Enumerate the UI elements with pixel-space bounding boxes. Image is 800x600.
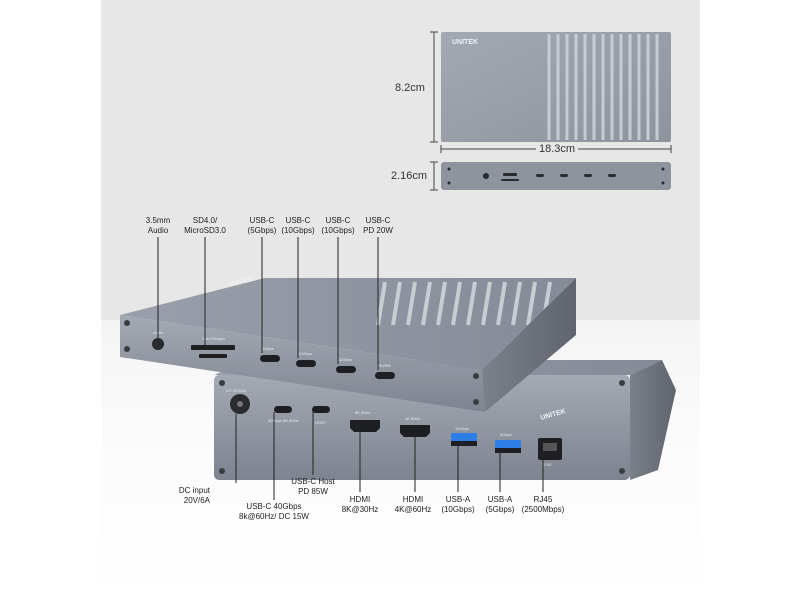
depth-dimension-line (430, 161, 438, 191)
rear-dc-print: DC 20V/6A (226, 388, 246, 393)
front-usbc-10g-port-b (336, 366, 356, 373)
rear-host-print: HOST (315, 420, 327, 425)
label-usba-10g: USB-A(10Gbps) (441, 495, 475, 514)
rear-hdmi4k-print: 4K 60Hz (405, 416, 420, 421)
callout-lines (157, 237, 544, 500)
side-profile (441, 162, 671, 190)
label-sd: SD4.0/MicroSD3.0 (184, 216, 226, 235)
usbc-host-port (312, 406, 330, 413)
sd-slot (191, 345, 235, 350)
front-10g-b-print: 10Gbps (338, 357, 352, 362)
label-usbc-5g: USB-C(5Gbps) (247, 216, 277, 235)
front-audio-print: Audio (153, 330, 164, 335)
width-label: 18.3cm (536, 143, 579, 155)
hdmi-8k-port (350, 420, 380, 432)
dock-front-unit: UNITEK Audio Card Reader 5Gbps 10Gbps 10… (120, 276, 576, 412)
front-usbc-10g-port-a (296, 360, 316, 367)
front-usbc-pd-port (375, 372, 395, 379)
label-usba-5g: USB-A(5Gbps) (485, 495, 515, 514)
label-usbc-10g-a: USB-C(10Gbps) (281, 216, 315, 235)
rear-10g-print: 10Gbps (455, 426, 469, 431)
rear-25g-print: 2.5G (543, 462, 552, 467)
rear-hdmi8k-print: 8K 30Hz (355, 410, 370, 415)
hdmi-4k-port (400, 425, 430, 437)
usbc-40g-port (274, 406, 292, 413)
top-view: UNITEK (430, 31, 672, 191)
audio-jack-port (152, 338, 164, 350)
front-pd-print: PD20W (377, 363, 391, 368)
front-5g-print: 5Gbps (262, 346, 274, 351)
rear-5g-print: 5Gbps (500, 432, 512, 437)
top-view-logo: UNITEK (452, 39, 478, 46)
top-view-fins (547, 34, 659, 140)
label-rj45: RJ45(2500Mbps) (521, 495, 565, 514)
height-dimension-line (430, 31, 438, 143)
front-usbc-5g-port (260, 355, 280, 362)
front-10g-a-print: 10Gbps (298, 351, 312, 356)
microsd-slot (199, 354, 227, 358)
label-usbc-10g-b: USB-C(10Gbps) (321, 216, 355, 235)
height-label: 8.2cm (395, 82, 425, 94)
depth-label: 2.16cm (391, 170, 428, 182)
rear-40g-print: 40Gbps 8K 60Hz (268, 418, 298, 423)
front-card-print: Card Reader (202, 336, 226, 341)
